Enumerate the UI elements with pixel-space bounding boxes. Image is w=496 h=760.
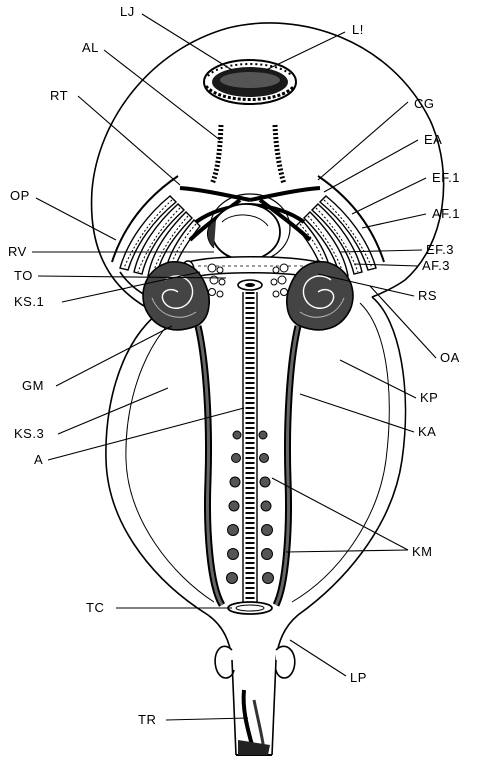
- label-kp: KP: [420, 390, 438, 405]
- label-li: L!: [352, 22, 364, 37]
- label-cg: CG: [414, 96, 435, 111]
- label-af3: AF.3: [422, 258, 450, 273]
- label-ef1: EF.1: [432, 170, 460, 185]
- label-al: AL: [82, 40, 99, 55]
- label-lp: LP: [350, 670, 367, 685]
- label-ks1: KS.1: [14, 294, 44, 309]
- label-ea: EA: [424, 132, 442, 147]
- label-op: OP: [10, 188, 30, 203]
- label-oa: OA: [440, 350, 460, 365]
- label-lj: LJ: [120, 4, 135, 19]
- label-km: KM: [412, 544, 433, 559]
- ventral-aorta: [212, 125, 284, 184]
- label-ef3: EF.3: [426, 242, 454, 257]
- label-to: TO: [14, 268, 33, 283]
- truncus-opening: [238, 280, 262, 290]
- label-tr: TR: [138, 712, 156, 727]
- label-a: A: [34, 452, 43, 467]
- label-ks3: KS.3: [14, 426, 44, 441]
- label-ka: KA: [418, 424, 436, 439]
- label-rv: RV: [8, 244, 27, 259]
- tail: [215, 646, 295, 755]
- dorsal-aorta: [243, 292, 257, 605]
- labels: LJ L! AL RT CG EA EF.1 AF.1 OP RV EF.3 A…: [8, 4, 460, 727]
- label-tc: TC: [86, 600, 104, 615]
- label-rt: RT: [50, 88, 68, 103]
- label-rs: RS: [418, 288, 437, 303]
- label-gm: GM: [22, 378, 44, 393]
- cloaca: [228, 602, 272, 614]
- body-outline: [92, 23, 444, 660]
- lower-jaw: [204, 60, 296, 104]
- label-af1: AF.1: [432, 206, 460, 221]
- heart: [207, 194, 290, 262]
